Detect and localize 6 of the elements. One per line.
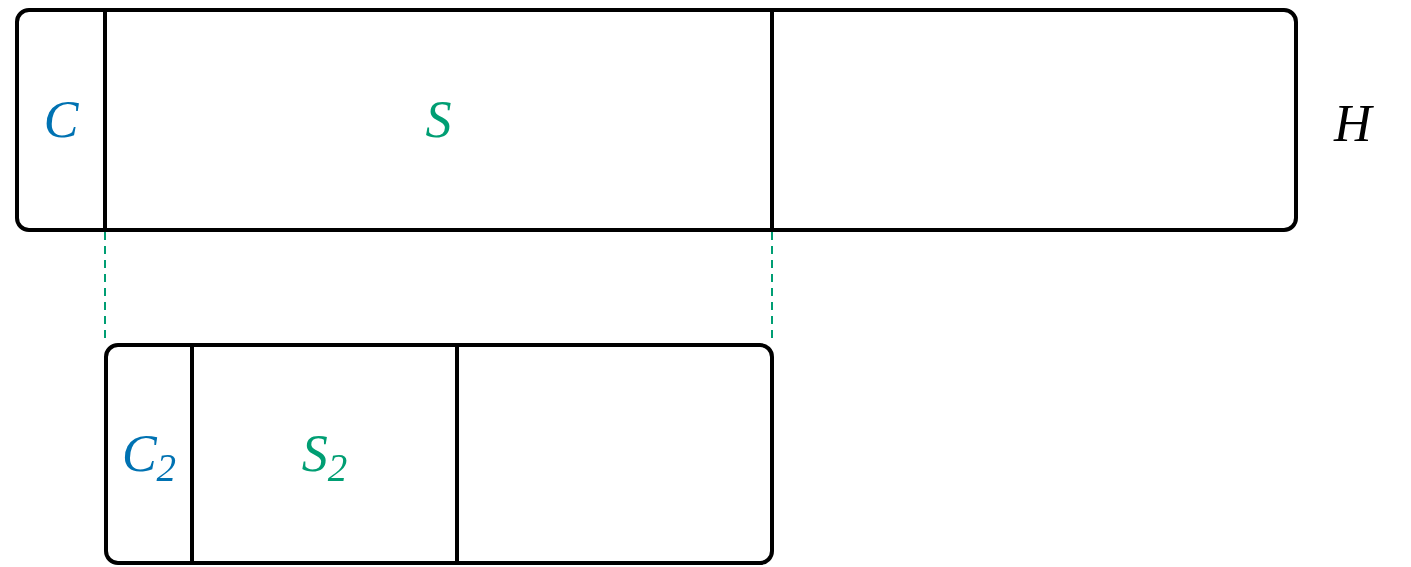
box-label: H [1334, 98, 1372, 150]
cell-label: C [43, 94, 79, 146]
cell-label: S$_{2}$ [301, 428, 348, 480]
cell-label: C$_{2}$ [121, 428, 177, 480]
outer-box [104, 343, 774, 565]
cell-label: S [425, 94, 452, 146]
